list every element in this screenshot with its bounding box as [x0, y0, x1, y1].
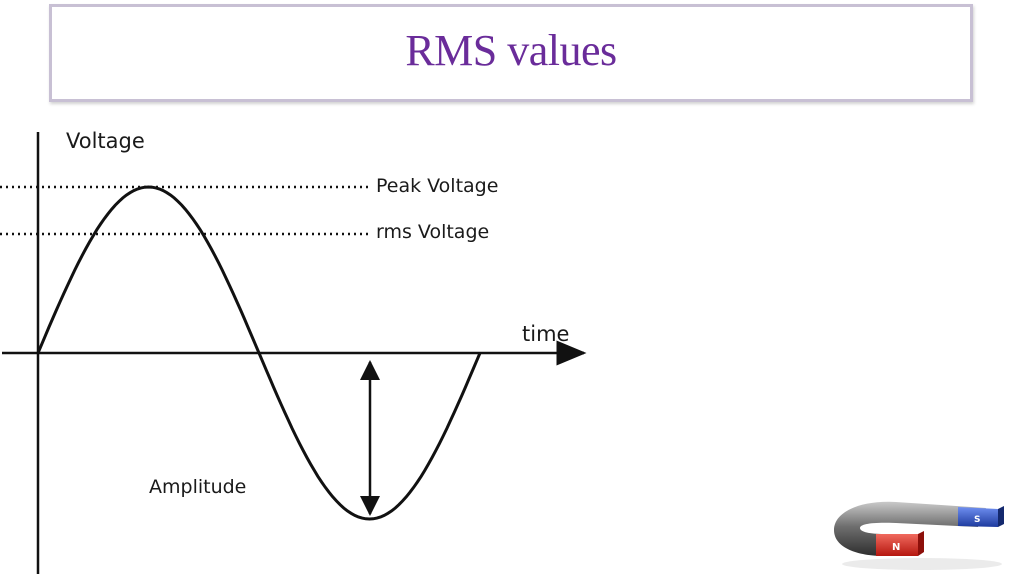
svg-text:N: N: [892, 542, 900, 553]
peak-voltage-label: Peak Voltage: [376, 175, 498, 197]
horseshoe-magnet-icon: N S: [834, 501, 1004, 570]
voltage-axis-label: Voltage: [66, 129, 145, 153]
title-box: RMS values: [49, 4, 973, 102]
sine-wave-diagram: Voltage Peak Voltage rms Voltage time Am…: [0, 129, 587, 574]
amplitude-label: Amplitude: [149, 476, 246, 498]
sine-curve: [36, 185, 482, 521]
rms-voltage-label: rms Voltage: [376, 221, 489, 243]
svg-text:S: S: [974, 515, 980, 525]
time-axis-label: time: [522, 322, 569, 346]
slide-title: RMS values: [405, 25, 617, 75]
